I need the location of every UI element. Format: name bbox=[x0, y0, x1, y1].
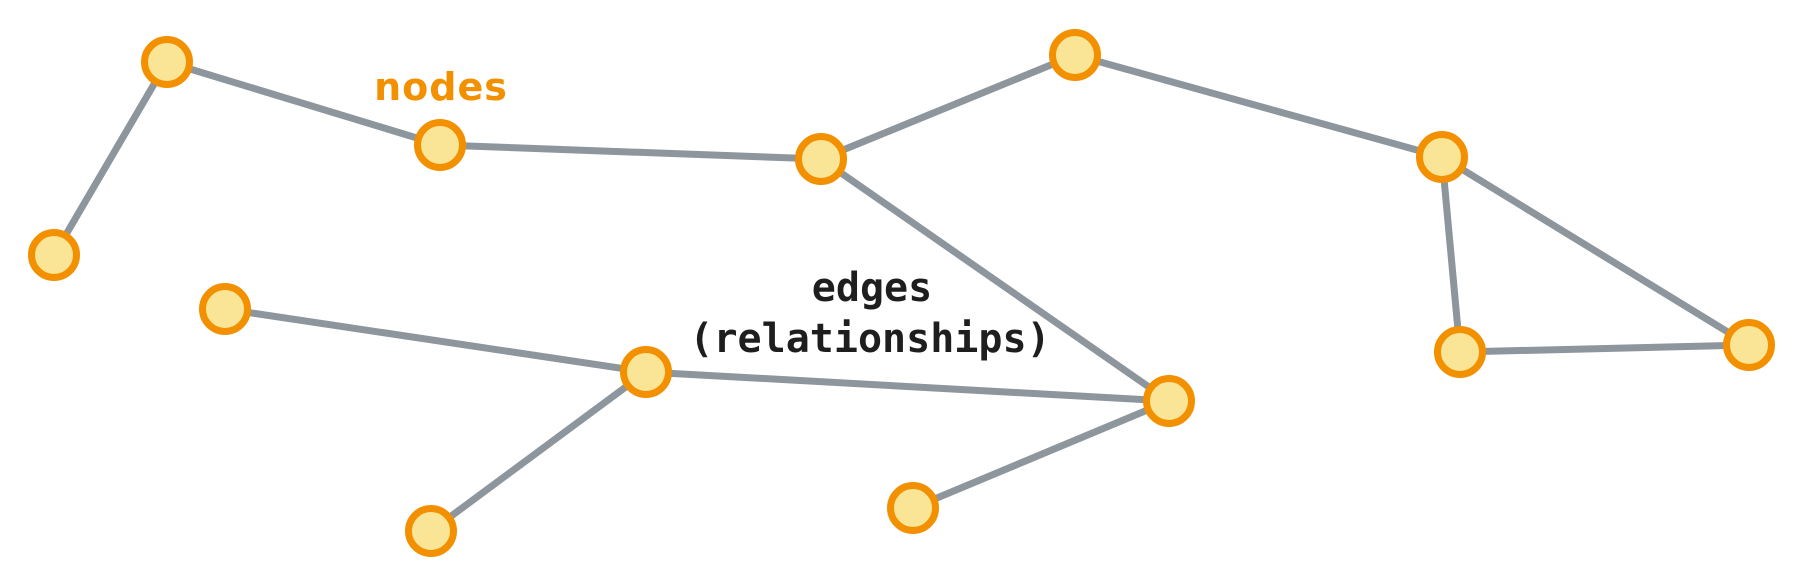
edges-layer bbox=[50, 51, 1753, 535]
graph-edge bbox=[909, 397, 1173, 512]
graph-edge bbox=[817, 51, 1079, 163]
nodes-label: nodes bbox=[374, 65, 508, 109]
graph-edge bbox=[427, 368, 650, 535]
graph-edge bbox=[163, 58, 444, 149]
graph-node bbox=[1416, 131, 1468, 183]
edges-label-line1: edges bbox=[812, 265, 932, 311]
graph-edge bbox=[436, 141, 825, 163]
graph-node bbox=[141, 36, 193, 88]
graph-node bbox=[887, 482, 939, 534]
graph-node bbox=[620, 346, 672, 398]
graph-node bbox=[1723, 319, 1775, 371]
graph-edge bbox=[50, 58, 171, 259]
graph-edge bbox=[817, 155, 1173, 405]
graph-node bbox=[28, 229, 80, 281]
graph-node bbox=[1049, 29, 1101, 81]
graph-node bbox=[795, 133, 847, 185]
graph-edge bbox=[1438, 153, 1753, 349]
graph-edge bbox=[1438, 153, 1464, 356]
graph-node bbox=[405, 505, 457, 557]
graph-edge bbox=[221, 305, 650, 376]
graph-edge bbox=[1071, 51, 1446, 161]
edges-label-line2: (relationships) bbox=[689, 316, 1050, 362]
graph-edge bbox=[642, 368, 1173, 405]
graph-node bbox=[1143, 375, 1195, 427]
graph-node bbox=[199, 283, 251, 335]
graph-edge bbox=[1456, 341, 1753, 356]
nodes-layer bbox=[28, 29, 1775, 557]
graph-node bbox=[1434, 326, 1486, 378]
graph-node bbox=[414, 119, 466, 171]
